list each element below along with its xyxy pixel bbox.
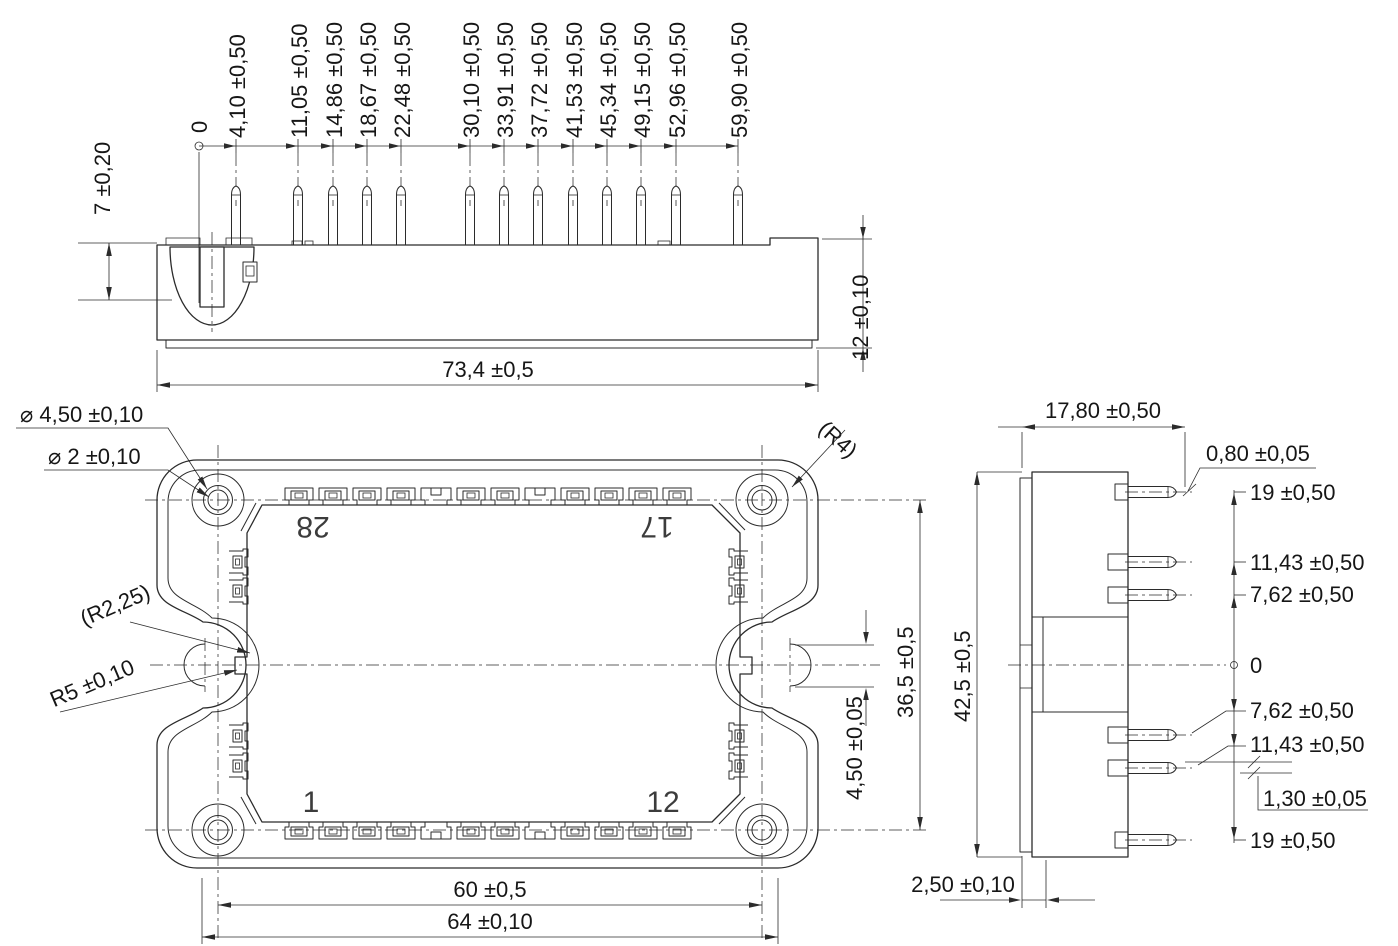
dim-tab-height: 4,50 ±0,05	[842, 696, 867, 800]
edge-contacts	[228, 548, 749, 780]
dim-pin-4: 18,67 ±0,50	[356, 22, 381, 138]
callout-radius-r5: R5 ±0,10	[46, 654, 138, 712]
mount-hole-top-right	[735, 473, 789, 527]
plan-inner-lip	[167, 469, 808, 859]
pin-slot-row-bottom	[284, 821, 692, 840]
dim-overall-height: 42,5 ±0,5	[950, 630, 975, 722]
dim-pin-762l: 7,62 ±0,50	[1250, 698, 1354, 723]
pin-slot-row-top	[284, 487, 692, 506]
dim-pin-dia: 0,80 ±0,05	[1206, 441, 1310, 466]
dim-pin-13: 59,90 ±0,50	[727, 22, 752, 138]
top-view-body	[156, 237, 819, 341]
dim-hole-span-h: 60 ±0,5	[453, 877, 526, 902]
dim-pin-8: 37,72 ±0,50	[527, 22, 552, 138]
side-housing	[1031, 471, 1129, 858]
pin-number-12: 12	[646, 786, 679, 819]
dim-pin-2: 11,05 ±0,50	[287, 24, 312, 138]
dim-pin-11: 49,15 ±0,50	[630, 22, 655, 138]
dim-pin-1: 4,10 ±0,50	[225, 34, 250, 138]
callout-radius-r225: (R2,25)	[76, 579, 153, 631]
dim-overall-width: 73,4 ±0,5	[442, 357, 534, 382]
top-view-baseplate-flange	[165, 340, 813, 349]
mount-hole-bottom-left	[191, 803, 245, 857]
callout-pin-hole-dia: ⌀ 2 ±0,10	[48, 444, 141, 469]
dim-pin-12: 52,96 ±0,50	[665, 22, 690, 138]
mount-hole-bottom-right	[735, 803, 789, 857]
plan-view: 28 17 1 12 ⌀ 4,50 ±0,10 ⌀ 2 ±0,10 (R2,25…	[16, 402, 1022, 944]
dim-pin-9: 41,53 ±0,50	[562, 22, 587, 138]
dim-pin-3: 14,86 ±0,50	[322, 22, 347, 138]
top-view: 0 4,10 ±0,50 11,05 ±0,50 14,86 ±0,50 18,…	[78, 22, 873, 392]
pin-number-1: 1	[303, 786, 320, 819]
dim-pin-762u: 7,62 ±0,50	[1250, 582, 1354, 607]
plan-outline	[156, 459, 819, 869]
dim-pin-thickness: 1,30 ±0,05	[1263, 786, 1367, 811]
dim-pin-top: 19 ±0,50	[1250, 480, 1335, 505]
plan-lid	[234, 504, 753, 823]
dim-zero: 0	[1250, 653, 1262, 678]
dim-pin-6: 30,10 ±0,50	[459, 22, 484, 138]
dim-pin-5: 22,48 ±0,50	[390, 22, 415, 138]
dim-depth: 17,80 ±0,50	[1045, 398, 1161, 423]
mount-hole-top-left	[191, 473, 245, 527]
dim-pin-7: 33,91 ±0,50	[493, 22, 518, 138]
callout-mount-hole-dia: ⌀ 4,50 ±0,10	[20, 402, 143, 427]
dim-hole-span-v: 36,5 ±0,5	[893, 626, 918, 718]
dim-base-thickness: 2,50 ±0,10	[911, 872, 1015, 897]
dim-pin-1143u: 11,43 ±0,50	[1250, 550, 1364, 575]
pin-number-17: 17	[640, 510, 673, 543]
side-view: 17,80 ±0,50 0,80 ±0,05 19 ±0,50 11,43 ±0…	[911, 398, 1368, 908]
dim-mount-span: 64 ±0,10	[447, 909, 532, 934]
pin-number-28: 28	[296, 510, 329, 543]
dim-pin-10: 45,34 ±0,50	[596, 22, 621, 138]
dim-pin-1143l: 11,43 ±0,50	[1250, 732, 1364, 757]
dim-origin: 0	[187, 121, 212, 133]
dim-pin-height: 7 ±0,20	[90, 142, 115, 215]
dim-body-height: 12 ±0,10	[848, 275, 873, 360]
dim-pin-bottom: 19 ±0,50	[1250, 828, 1335, 853]
